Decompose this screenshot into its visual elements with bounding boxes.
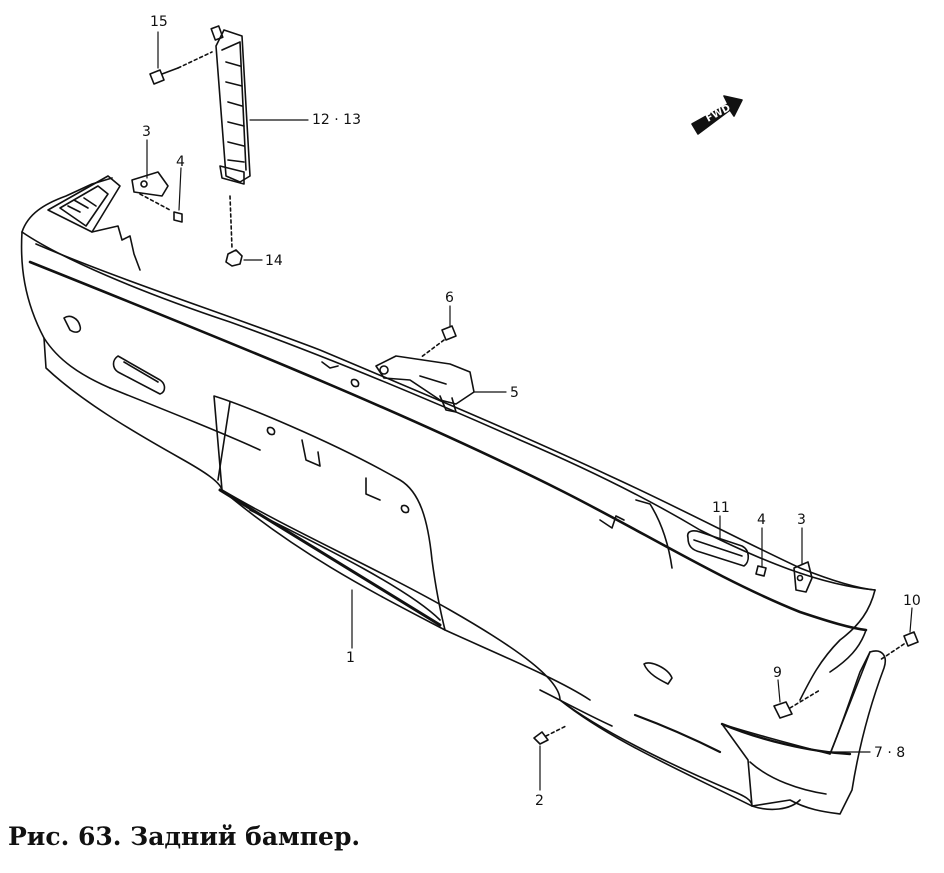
right-end-trim — [720, 650, 886, 815]
callout-10: 10 — [903, 593, 921, 609]
callout-3-right: 3 — [797, 512, 806, 528]
callout-15: 15 — [150, 14, 168, 30]
callout-2: 2 — [535, 793, 544, 809]
bumper-body — [20, 177, 876, 811]
right-bracket-3 — [793, 561, 813, 593]
center-bracket-5 — [375, 355, 475, 413]
figure-caption: Рис. 63. Задний бампер. — [8, 822, 361, 851]
left-bracket-3 — [131, 171, 171, 211]
callout-11: 11 — [712, 500, 730, 516]
callout-14: 14 — [265, 253, 283, 269]
licence-plate-recess — [213, 395, 446, 631]
callout-7-8: 7 · 8 — [874, 745, 905, 761]
center-bolt-6 — [419, 325, 457, 359]
bolt-10 — [879, 631, 919, 661]
callout-12-13: 12 · 13 — [312, 112, 361, 128]
screw-2 — [533, 662, 673, 745]
leader-lines — [146, 31, 913, 791]
nut-14 — [225, 195, 243, 267]
callout-6: 6 — [445, 290, 454, 306]
bumper-top-flanges — [91, 225, 673, 569]
callout-5: 5 — [510, 385, 519, 401]
callout-labels: 15 12 · 13 14 3 4 6 5 1 11 4 3 10 9 7 · … — [142, 14, 921, 809]
forward-marker-label: FWD — [704, 103, 732, 125]
callout-1: 1 — [346, 650, 355, 666]
bumper-left-details — [63, 315, 166, 395]
callout-4-left: 4 — [176, 154, 185, 170]
bolt-15 — [149, 51, 213, 85]
forward-arrow-icon: FWD — [691, 95, 743, 135]
left-corner-bracket — [47, 175, 121, 233]
reflector-11 — [686, 530, 750, 567]
callout-3-left: 3 — [142, 124, 151, 140]
side-marker-lamp — [210, 25, 251, 185]
clip-9 — [773, 689, 821, 719]
callout-9: 9 — [773, 665, 782, 681]
right-bolt-4 — [755, 565, 767, 577]
callout-4-right: 4 — [757, 512, 766, 528]
left-bolt-4 — [173, 211, 183, 223]
